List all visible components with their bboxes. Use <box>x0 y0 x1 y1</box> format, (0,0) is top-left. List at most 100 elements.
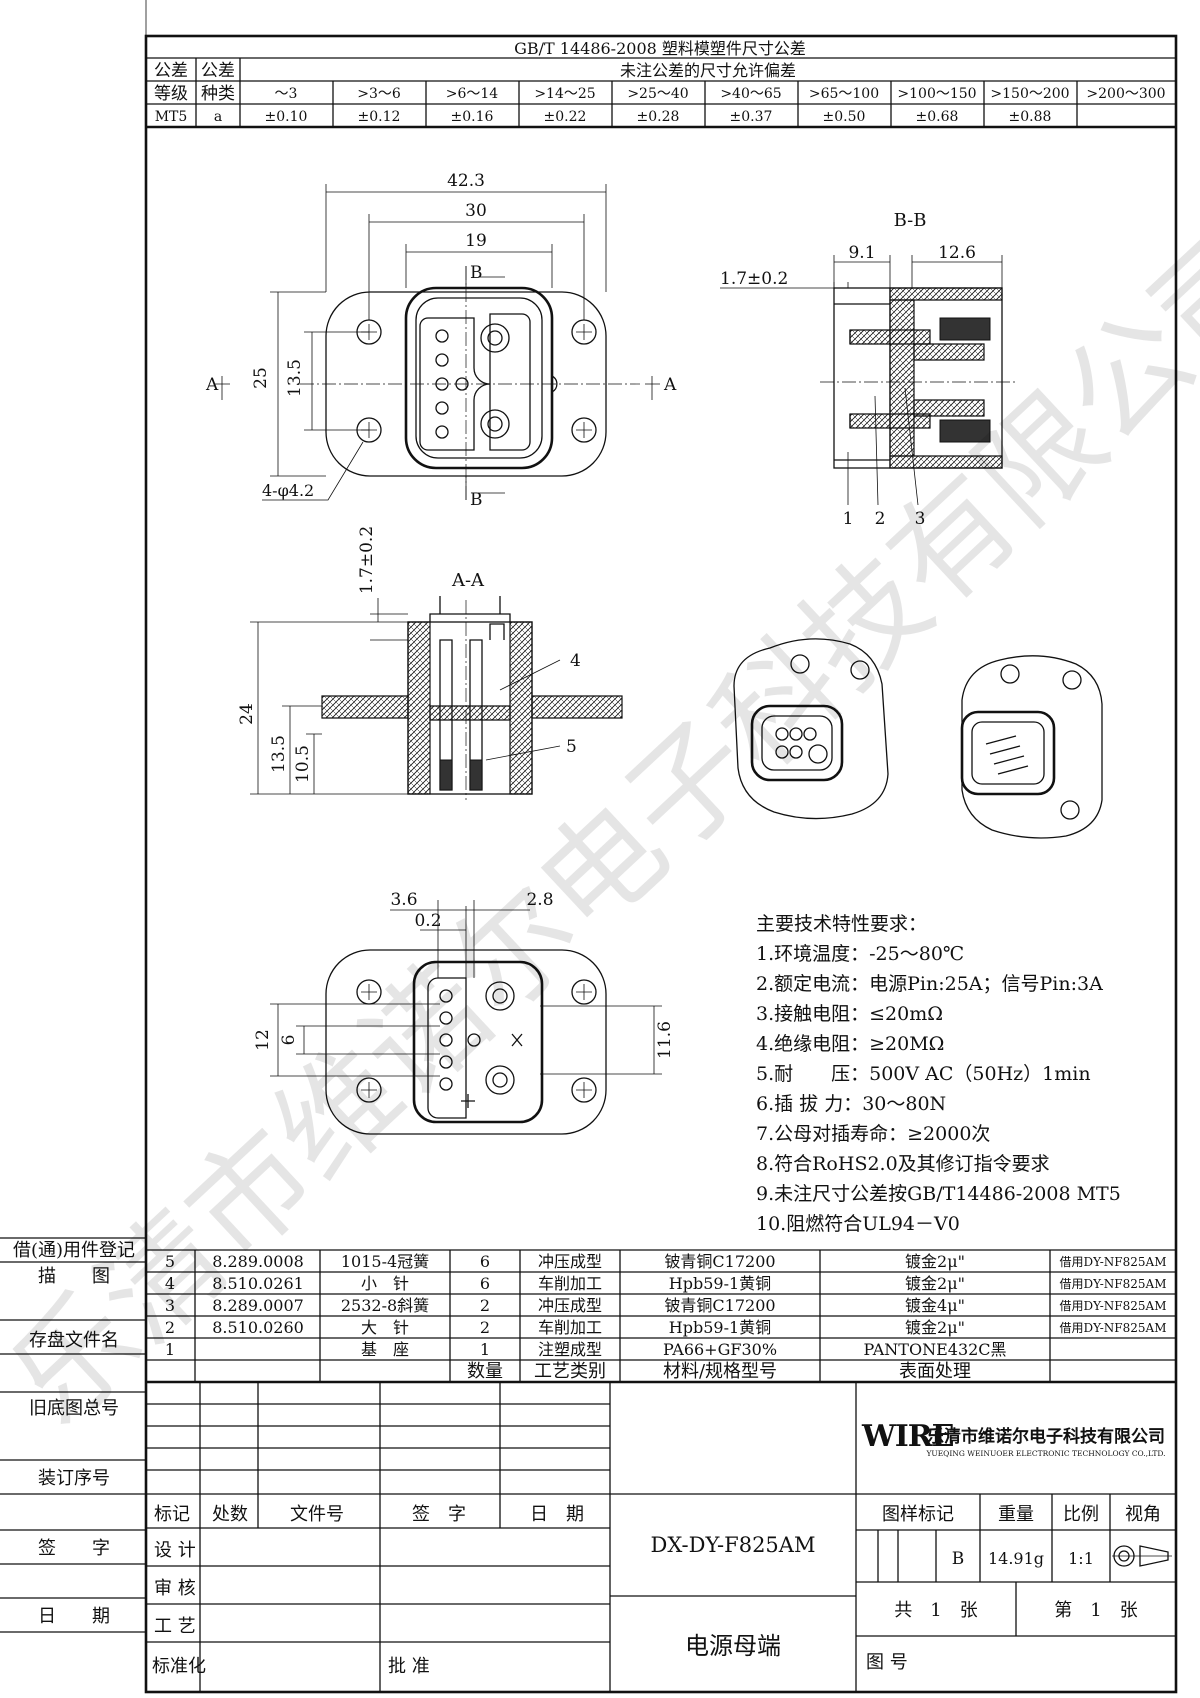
bom-cell: Hpb59-1黄铜 <box>669 1274 771 1293</box>
tech-item: 9.未注尺寸公差按GB/T14486-2008 MT5 <box>756 1183 1121 1205</box>
part-name: 电源母端 <box>685 1632 781 1660</box>
bom-cell: 借用DY-NF825AM <box>1060 1255 1167 1269</box>
dim-24: 24 <box>237 703 257 725</box>
bom-cell: 2532-8斜簧 <box>341 1296 429 1315</box>
bom-cell: 镀金2μ" <box>905 1274 965 1293</box>
bom-cell: 6 <box>480 1274 490 1293</box>
range-cell: ～3 <box>275 86 298 102</box>
dim-12-6: 12.6 <box>938 243 976 263</box>
rev-header: 文件号 <box>290 1504 344 1525</box>
left-margin-block: 借(通)用件登记 描 图 存盘文件名 旧底图总号 装订序号 签 字 日 期 <box>0 1237 146 1633</box>
tech-requirements: 主要技术特性要求： 1.环境温度：-25～80℃ 2.额定电流：电源Pin:25… <box>756 913 1121 1235</box>
bom-cell: Hpb59-1黄铜 <box>669 1318 771 1337</box>
dim-2-8: 2.8 <box>526 890 553 910</box>
bom-cell: 8.289.0007 <box>212 1296 304 1315</box>
bom-cell: 1 <box>165 1340 175 1359</box>
margin-label: 装订序号 <box>38 1468 110 1489</box>
projection-angle-icon <box>1112 1545 1172 1567</box>
range-cell: >3～6 <box>357 86 401 102</box>
bom-cell: 基 座 <box>361 1340 409 1359</box>
bom-cell: 借用DY-NF825AM <box>1060 1299 1167 1313</box>
callout-5: 5 <box>566 737 577 757</box>
grade-cell: MT5 <box>155 109 188 125</box>
bom-cell: 铍青铜C17200 <box>664 1296 775 1315</box>
range-cell: >14～25 <box>534 86 595 102</box>
company-name-en: YUEQING WEINUOER ELECTRONIC TECHNOLOGY C… <box>925 1449 1165 1458</box>
mark-label: 图样标记 <box>882 1504 954 1525</box>
range-cell: >25～40 <box>627 86 688 102</box>
bom-cell: 6 <box>480 1252 490 1271</box>
margin-label: 描 图 <box>38 1266 110 1287</box>
dim-1-7-aa: 1.7±0.2 <box>357 526 377 594</box>
bom-cell: 8.510.0261 <box>212 1274 304 1293</box>
margin-label: 日 期 <box>38 1606 110 1627</box>
bom-table: 5 8.289.0008 1015-4冠簧 6 冲压成型 铍青铜C17200 镀… <box>146 1249 1176 1384</box>
mark-value: B <box>952 1549 965 1569</box>
role-label: 审 核 <box>154 1578 196 1599</box>
bom-cell: 借用DY-NF825AM <box>1060 1277 1167 1291</box>
company-name-cn: 乐清市维诺尔电子科技有限公司 <box>927 1426 1165 1447</box>
tech-item: 2.额定电流：电源Pin:25A；信号Pin:3A <box>756 973 1103 995</box>
scale-value: 1:1 <box>1068 1549 1094 1568</box>
bom-cell: 冲压成型 <box>538 1296 602 1315</box>
dim-30: 30 <box>465 201 487 221</box>
dim-3-6: 3.6 <box>390 890 417 910</box>
range-cell: >150～200 <box>990 86 1069 102</box>
type-cell: a <box>214 109 222 125</box>
bom-cell: 镀金2μ" <box>905 1318 965 1337</box>
range-cell: >100～150 <box>897 86 976 102</box>
section-b-top: B <box>470 263 483 283</box>
role-label: 工 艺 <box>154 1616 196 1637</box>
dim-holes: 4-φ4.2 <box>262 481 314 500</box>
dim-12: 12 <box>253 1029 273 1051</box>
dim-13-5-aa: 13.5 <box>269 735 289 773</box>
bom-cell: 注塑成型 <box>538 1340 602 1359</box>
dim-19: 19 <box>465 231 487 251</box>
section-bb-view: B-B 9.1 12.6 1.7±0.2 1 2 3 <box>720 210 1016 529</box>
rev-header: 签 字 <box>412 1504 466 1525</box>
callout-2: 2 <box>875 509 886 529</box>
dim-6: 6 <box>279 1035 299 1046</box>
company-logo: WIRE <box>861 1419 954 1454</box>
title-block: WIRE 乐清市维诺尔电子科技有限公司 YUEQING WEINUOER ELE… <box>146 1382 1176 1692</box>
dim-0-2: 0.2 <box>414 911 441 931</box>
tech-item: 8.符合RoHS2.0及其修订指令要求 <box>756 1153 1050 1175</box>
tech-item: 1.环境温度：-25～80℃ <box>756 943 964 965</box>
range-cell: >65～100 <box>809 86 879 102</box>
bom-header: 工艺类别 <box>534 1361 606 1382</box>
value-cell: ±0.88 <box>1009 109 1052 125</box>
margin-label: 存盘文件名 <box>29 1330 119 1351</box>
col-type-bottom: 种类 <box>201 84 235 104</box>
section-a-left: A <box>205 375 219 395</box>
value-cell: ±0.28 <box>637 109 680 125</box>
bom-cell: 大 针 <box>361 1318 409 1337</box>
drawing-number: DX-DY-F825AM <box>651 1533 816 1557</box>
section-bb-title: B-B <box>894 210 927 231</box>
role-label: 设 计 <box>154 1540 196 1561</box>
value-cell: ±0.12 <box>358 109 401 125</box>
range-cell: >40～65 <box>720 86 781 102</box>
bom-cell: 4 <box>165 1274 175 1293</box>
bottom-view: 3.6 2.8 0.2 12 6 11.6 <box>253 890 675 1135</box>
value-cell: ±0.10 <box>265 109 308 125</box>
bom-cell: 车削加工 <box>538 1318 602 1337</box>
bom-cell: 1 <box>480 1340 490 1359</box>
bom-cell: 冲压成型 <box>538 1252 602 1271</box>
figure-number-label: 图 号 <box>866 1652 908 1673</box>
rev-header: 标记 <box>154 1504 190 1525</box>
tolerance-table: GB/T 14486-2008 塑料模塑件尺寸公差 公差 等级 公差 种类 未注… <box>146 39 1176 129</box>
weight-value: 14.91g <box>988 1549 1044 1568</box>
bom-cell: 车削加工 <box>538 1274 602 1293</box>
bom-cell: 2 <box>165 1318 175 1337</box>
drawing-frame <box>144 34 1178 1694</box>
bom-cell: 借用DY-NF825AM <box>1060 1321 1167 1335</box>
dim-42-3: 42.3 <box>447 171 485 191</box>
scale-label: 比例 <box>1063 1504 1099 1525</box>
callout-4: 4 <box>570 651 581 671</box>
bom-cell: 8.289.0008 <box>212 1252 304 1271</box>
bom-cell: 镀金2μ" <box>905 1252 965 1271</box>
iso-view-male <box>960 655 1103 839</box>
bom-cell: 小 针 <box>361 1274 409 1293</box>
col-grade-top: 公差 <box>154 61 188 81</box>
